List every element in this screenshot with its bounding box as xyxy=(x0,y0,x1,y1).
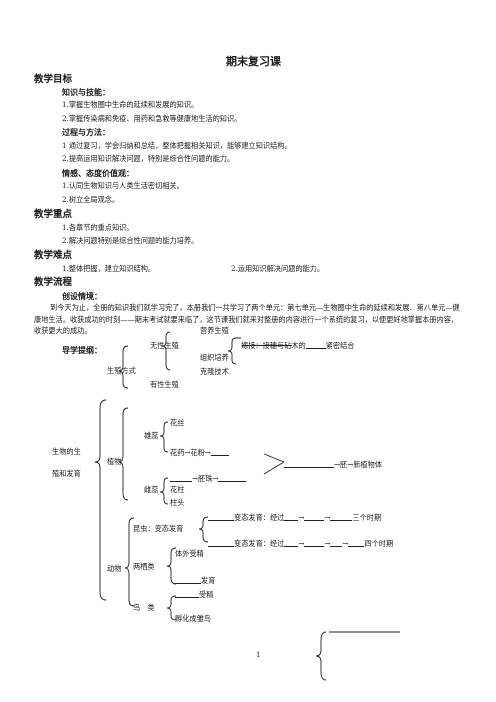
emotion-heading: 情感、态度价值观： xyxy=(62,168,134,178)
key-points-heading: 教学重点 xyxy=(34,209,73,220)
develop-label: 发育 xyxy=(201,575,216,585)
complete-arrow-2: → xyxy=(324,538,331,548)
process-item-1: 1 通过复习，学会归纳和总结，整体把握相关知识，能够建立知识结构。 xyxy=(62,141,292,150)
complete-stage4-blank xyxy=(348,539,365,547)
process-heading: 教学流程 xyxy=(34,277,73,288)
difficulty-1: 1.整体把握，建立知识结构。 xyxy=(62,264,156,273)
birds-label: 鸟 类 xyxy=(133,603,155,612)
insects-label: 昆虫：变态发育 xyxy=(133,524,184,533)
process-method-heading: 过程与方法： xyxy=(62,127,110,137)
ovule-label: →胚珠→ xyxy=(192,473,219,483)
filament-label: 花丝 xyxy=(170,418,185,427)
fertilization-label: 受精 xyxy=(199,589,214,599)
complete-label: 变态发育：经过 xyxy=(234,538,285,548)
complete-stage2-blank xyxy=(304,539,325,547)
incomplete-arrow-1: → xyxy=(298,512,305,522)
incomplete-end: 三个时期 xyxy=(352,512,382,522)
scenario-paragraph: 到今天为止，全册的知识我们就学习完了，本册我们一共学习了两个单元：第七单元—生物… xyxy=(34,303,460,335)
knowledge-item-2: 2.掌握传染病和免疫、用药和急救等健康地生活的知识。 xyxy=(62,114,242,123)
grafting-line: 嫁接：接穗与砧木的 紧密结合 xyxy=(241,341,354,349)
root-label-line1: 生物的生 xyxy=(52,447,81,456)
incomplete-metamorphosis-line: 变态发育：经过 → → 三个时期 xyxy=(208,513,381,521)
ovary-blank xyxy=(170,474,192,482)
complete-arrow-1: → xyxy=(298,538,305,548)
plants-label: 植物 xyxy=(107,457,122,466)
grafting-blank xyxy=(305,341,326,349)
sexual-label: 有性生殖 xyxy=(150,380,179,389)
fertilized-egg-blank xyxy=(284,460,334,468)
style-label: 花柱 xyxy=(170,485,185,494)
difficulty-2: 2.运用知识解决问题的能力。 xyxy=(231,264,325,273)
complete-type-blank xyxy=(208,539,234,547)
egg-blank xyxy=(218,474,247,482)
develop-line: 发育 xyxy=(175,576,215,584)
complete-stage1-blank xyxy=(284,539,299,547)
ovule-line: →胚珠→ xyxy=(170,473,247,483)
incomplete-label: 变态发育：经过 xyxy=(234,512,285,522)
vegetative-blank xyxy=(242,330,292,346)
complete-arrow-3: → xyxy=(342,538,349,548)
incomplete-stage1-blank xyxy=(284,513,299,521)
knowledge-heading: 知识与技能： xyxy=(62,87,110,97)
complete-end: 四个时期 xyxy=(364,538,394,548)
pistil-label: 雌蕊 xyxy=(144,485,159,494)
grafting-suffix: 紧密结合 xyxy=(325,340,355,350)
incomplete-type-blank xyxy=(208,513,234,521)
difficulties-heading: 教学难点 xyxy=(34,250,73,261)
anther-pollen-label: 花药→花粉→ xyxy=(170,447,211,457)
scenario-heading: 创设情境： xyxy=(62,291,102,301)
incomplete-stage3-blank xyxy=(330,513,353,521)
process-item-2: 2.提高运用知识解决问题，特别是综合性问题的能力。 xyxy=(62,154,235,163)
animals-label: 动物 xyxy=(107,564,122,573)
cloning-label: 克隆技术 xyxy=(200,367,229,376)
asexual-label: 无性生殖 xyxy=(150,341,179,350)
stamen-label: 雄蕊 xyxy=(144,431,159,440)
tissue-culture-label: 组织培养 xyxy=(200,353,229,362)
vegetative-label: 营养生殖 xyxy=(200,326,229,335)
anther-pollen-line: 花药→花粉→ xyxy=(170,448,229,456)
incomplete-stage2-blank xyxy=(304,513,325,521)
guide-heading: 导学提纲： xyxy=(62,345,102,355)
embryo-line: →胚→新植物体 xyxy=(284,460,382,468)
key-point-1: 1.各章节的重点知识。 xyxy=(62,223,134,232)
complete-metamorphosis-line: 变态发育：经过 → → → 四个时期 xyxy=(208,539,393,547)
objectives-heading: 教学目标 xyxy=(34,74,73,85)
key-point-2: 2.解决问题特别是综合性问题的能力培养。 xyxy=(62,236,199,245)
complete-stage3-blank xyxy=(330,539,343,547)
external-fertilization-label: 体外受精 xyxy=(175,549,204,558)
emotion-item-2: 2.树立全局观念。 xyxy=(62,195,120,204)
embryo-result-label: →胚→新植物体 xyxy=(334,459,382,469)
stigma-label: 柱头 xyxy=(170,498,185,507)
knowledge-item-1: 1.掌握生物圈中生命的延续和发展的知识。 xyxy=(62,100,199,109)
fertilization-line: 受精 xyxy=(175,590,213,598)
reproduction-label: 生殖方式 xyxy=(107,366,136,375)
emotion-item-1: 1.认同生物知识与人类生活密切相关。 xyxy=(62,181,184,190)
grafting-prefix: 嫁接：接穗与砧木的 xyxy=(241,340,306,350)
hatch-label: 孵化成雏鸟 xyxy=(175,614,211,623)
root-label-line2: 殖和发育 xyxy=(52,469,81,478)
page-title: 期末复习课 xyxy=(226,55,281,68)
amphibians-label: 两栖类 xyxy=(133,562,155,571)
develop-blank xyxy=(175,576,201,584)
fertilization-blank xyxy=(175,590,199,598)
page-number: 1 xyxy=(256,651,261,659)
pollen-blank xyxy=(210,448,229,456)
incomplete-arrow-2: → xyxy=(324,512,331,522)
